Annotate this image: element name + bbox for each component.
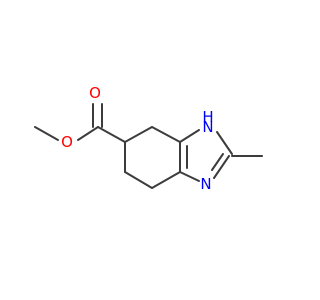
bond-nh-c2 (216, 131, 233, 155)
atom-n-imine: N (200, 175, 211, 193)
bond-methyl-o (34, 126, 59, 141)
bond-o-carbonyl-c (77, 126, 99, 141)
atom-label-o-ester: O (61, 133, 73, 151)
atom-o-ester: O (61, 133, 73, 151)
bond-c7-c6 (124, 171, 153, 189)
bond-c5-c4 (124, 126, 153, 143)
bond-n-c2-a (213, 155, 230, 179)
atom-labels: O O H N N (61, 84, 214, 193)
bond-c3a-nh (179, 129, 200, 143)
atom-label-n-amine: N (202, 118, 213, 136)
atom-nh: H N (202, 108, 213, 136)
bond-c4-c3a (151, 126, 181, 143)
atom-o-carbonyl: O (89, 84, 101, 102)
bond-c7a-c7 (151, 171, 181, 189)
atom-label-o-carbonyl: O (89, 84, 101, 102)
bond-carbonyl-c5 (97, 126, 126, 143)
bonds (34, 103, 263, 189)
bond-c7a-n (179, 171, 200, 182)
atom-label-h: H (202, 108, 213, 126)
chemical-structure: O O H N N (34, 84, 263, 193)
atom-label-n-imine: N (200, 175, 211, 193)
bond-n-c2-b (211, 153, 224, 171)
